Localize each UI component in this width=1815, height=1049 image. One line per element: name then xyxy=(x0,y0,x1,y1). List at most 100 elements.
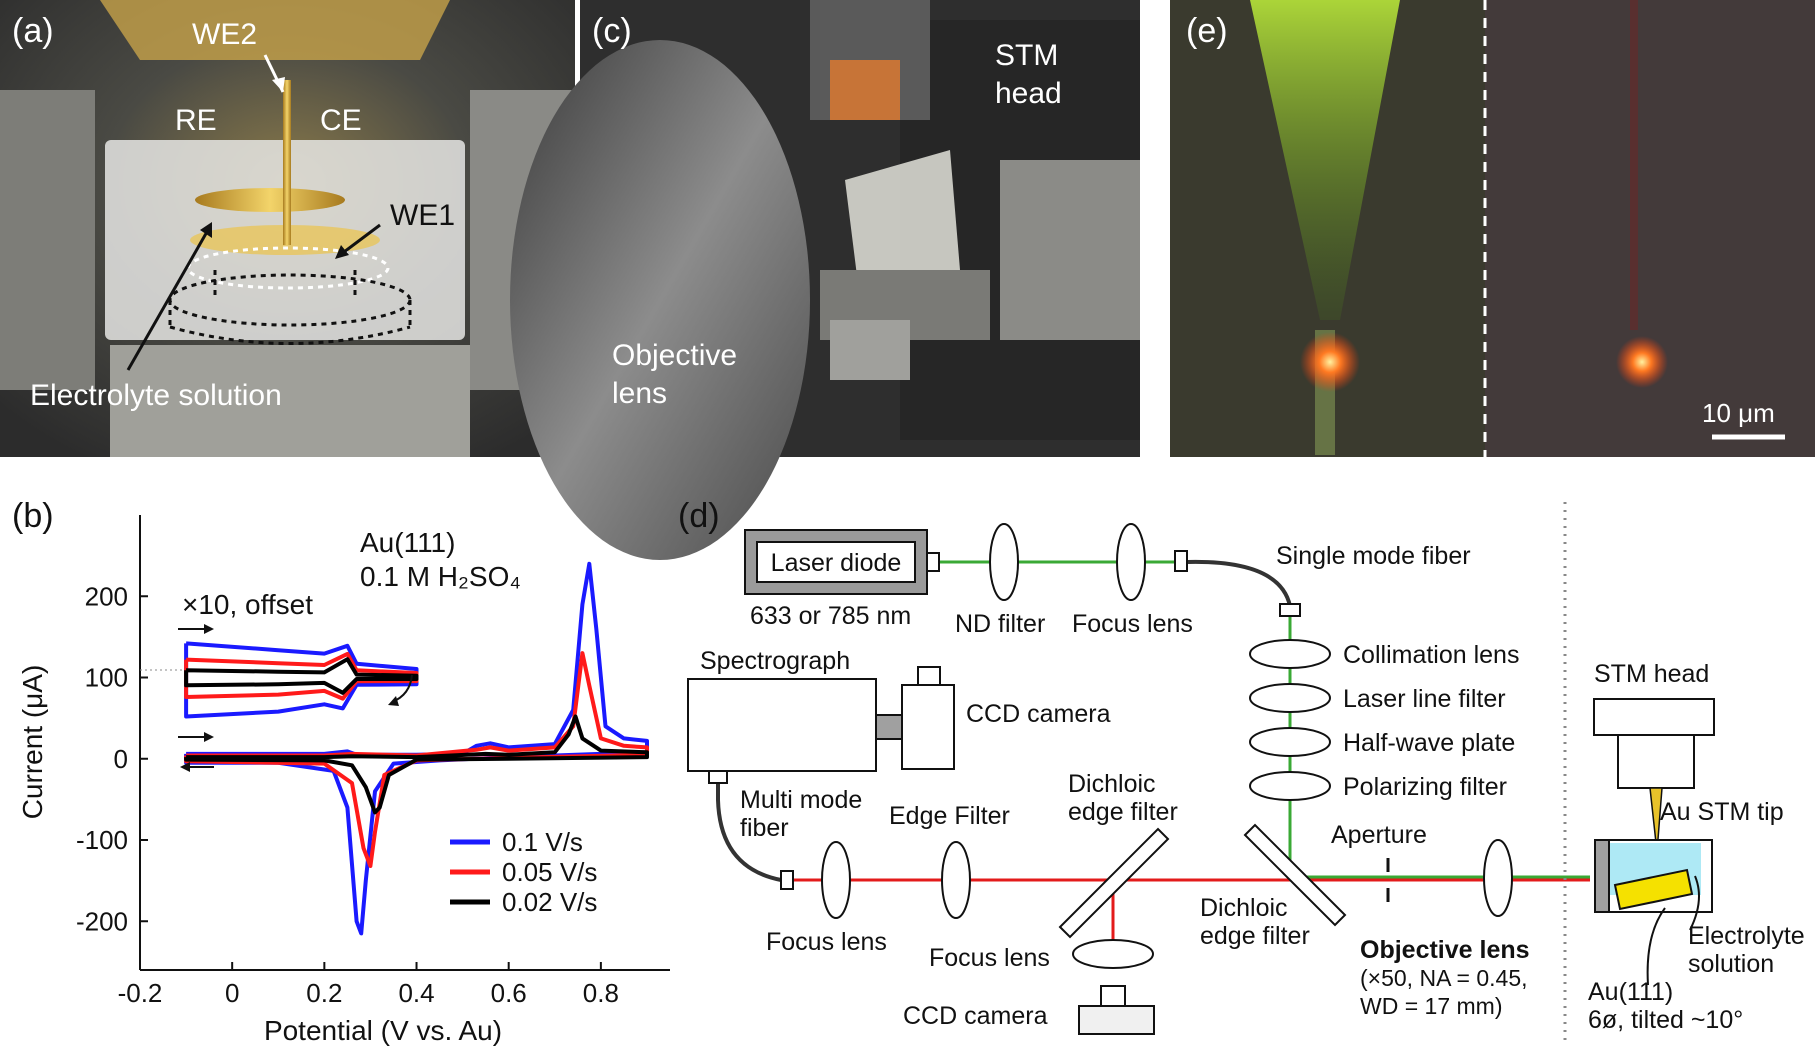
we1-arrow xyxy=(339,223,381,257)
spectrograph-port xyxy=(875,714,903,740)
tip-reflection-cone xyxy=(1250,0,1400,320)
label-au111-1: Au(111) xyxy=(1588,978,1673,1006)
focus-lens-left xyxy=(821,841,851,919)
label-spectrograph: Spectrograph xyxy=(700,647,850,675)
optical-setup-diagram: (d) Laser diode 633 or 785 nm ND filter … xyxy=(678,497,1805,1045)
label-focus-lens-bottom: Focus lens xyxy=(929,944,1050,972)
panel-e-photo: (e) 10 μm xyxy=(1170,0,1815,457)
label-ccd-camera-bottom: CCD camera xyxy=(903,1002,1048,1030)
cv-series-2 xyxy=(184,651,649,868)
tip-holder-glow xyxy=(830,60,900,120)
left-screw xyxy=(0,90,95,390)
label-au-stm-tip: Au STM tip xyxy=(1660,798,1784,826)
label-wavelength: 633 or 785 nm xyxy=(750,602,911,630)
label-dichloic-top-2: edge filter xyxy=(1068,798,1178,826)
label-we2: WE2 xyxy=(192,18,257,51)
y-tick-label: 100 xyxy=(85,663,128,693)
panel-label-c: (c) xyxy=(592,12,632,50)
edge-filter xyxy=(941,841,971,919)
we2-tip-holder xyxy=(283,80,291,245)
we1-arrowhead xyxy=(335,245,349,259)
we2-arrowhead xyxy=(272,77,285,92)
label-objective-lens: Objective lens xyxy=(1360,936,1530,964)
label-electrolyte-1: Electrolyte xyxy=(1688,922,1805,950)
label-objective-spec-1: (×50, NA = 0.45, xyxy=(1360,965,1528,991)
legend-label: 0.02 V/s xyxy=(502,887,597,917)
spectrograph-fiber-port xyxy=(708,770,728,784)
label-focus-lens-left: Focus lens xyxy=(766,928,887,956)
panel-label-b: (b) xyxy=(12,497,54,535)
panel-c-photo: (c) STM head Objective lens xyxy=(510,0,1140,560)
we1-sides xyxy=(213,270,357,300)
dichroic-filter-right xyxy=(1243,823,1347,927)
fiber-coupler-top xyxy=(1174,550,1188,572)
au111-crystal xyxy=(1613,868,1694,911)
label-half-wave-plate: Half-wave plate xyxy=(1343,729,1515,757)
label-lens: lens xyxy=(612,377,667,410)
series-group xyxy=(184,561,649,936)
objective-lens-body xyxy=(510,40,810,560)
label-single-mode-fiber: Single mode fiber xyxy=(1276,542,1471,570)
nd-filter xyxy=(989,523,1019,601)
ccd-camera-top-box xyxy=(901,684,955,770)
label-nd-filter: ND filter xyxy=(955,610,1045,638)
x-tick-label: 0.4 xyxy=(398,978,434,1008)
label-fiber: fiber xyxy=(740,814,789,842)
x-tick-label: 0 xyxy=(225,978,239,1008)
multi-mode-fiber-line xyxy=(716,783,782,882)
inset-label: ×10, offset xyxy=(182,589,313,620)
focus-lens-top xyxy=(1116,523,1146,601)
scalebar-label: 10 μm xyxy=(1702,398,1775,428)
cell-photo-c xyxy=(845,150,960,300)
x-axis-label: Potential (V vs. Au) xyxy=(264,1015,502,1046)
right-tip-trace xyxy=(1630,0,1638,330)
y-tick-label: -100 xyxy=(76,825,128,855)
label-au111-2: 6ø, tilted ~10° xyxy=(1588,1006,1743,1034)
label-polarizing-filter: Polarizing filter xyxy=(1343,773,1507,801)
panel-label-d: (d) xyxy=(678,497,720,535)
raman-spot-left xyxy=(1300,332,1360,392)
label-objective: Objective xyxy=(612,339,737,372)
label-ce: CE xyxy=(320,104,362,137)
stage-bracket xyxy=(830,320,910,380)
y-tick-label: -200 xyxy=(76,906,128,936)
fiber-coupler-vertical xyxy=(1279,603,1301,617)
chart-subtitle: 0.1 M H₂SO₄ xyxy=(360,561,521,592)
au111-leader xyxy=(1646,907,1666,986)
chart-title: Au(111) xyxy=(360,527,455,558)
label-dichloic-top-1: Dichloic xyxy=(1068,770,1156,798)
we1-outline-top xyxy=(186,246,390,290)
laser-diode-port xyxy=(926,552,940,572)
electrolyte-arrowhead xyxy=(200,222,212,238)
inset-series-1 xyxy=(184,641,419,719)
label-dichloic-bottom-2: edge filter xyxy=(1200,922,1310,950)
stm-head-reflection xyxy=(100,0,450,60)
y-tick-label: 0 xyxy=(114,744,128,774)
label-head: head xyxy=(995,77,1062,110)
legend-label: 0.1 V/s xyxy=(502,827,583,857)
half-wave-plate xyxy=(1249,727,1331,757)
label-stm: STM xyxy=(995,39,1058,72)
collimation-lens xyxy=(1249,639,1331,669)
y-axis-label: Current (μA) xyxy=(17,665,48,820)
raman-spot-right xyxy=(1616,336,1668,388)
label-re: RE xyxy=(175,104,217,137)
inset-series-2 xyxy=(184,651,419,701)
label-collimation-lens: Collimation lens xyxy=(1343,641,1519,669)
x-tick-label: 0.6 xyxy=(491,978,527,1008)
inset-group xyxy=(184,641,419,719)
panel-a-photo: (a) WE2 RE CE WE1 Electrolyte solution xyxy=(0,0,575,457)
panel-label-e: (e) xyxy=(1186,12,1228,50)
panel-label-a: (a) xyxy=(12,12,54,50)
legend-label: 0.05 V/s xyxy=(502,857,597,887)
laser-line-filter xyxy=(1249,683,1331,713)
y-tick-label: 200 xyxy=(85,581,128,611)
label-dichloic-bottom-1: Dichloic xyxy=(1200,894,1288,922)
label-electrolyte-2: solution xyxy=(1688,950,1774,978)
legend: 0.1 V/s0.05 V/s0.02 V/s xyxy=(450,827,597,917)
fiber-coupler-red xyxy=(780,870,794,890)
objective-lens xyxy=(1483,839,1513,917)
stm-head-body-box xyxy=(1617,734,1695,789)
